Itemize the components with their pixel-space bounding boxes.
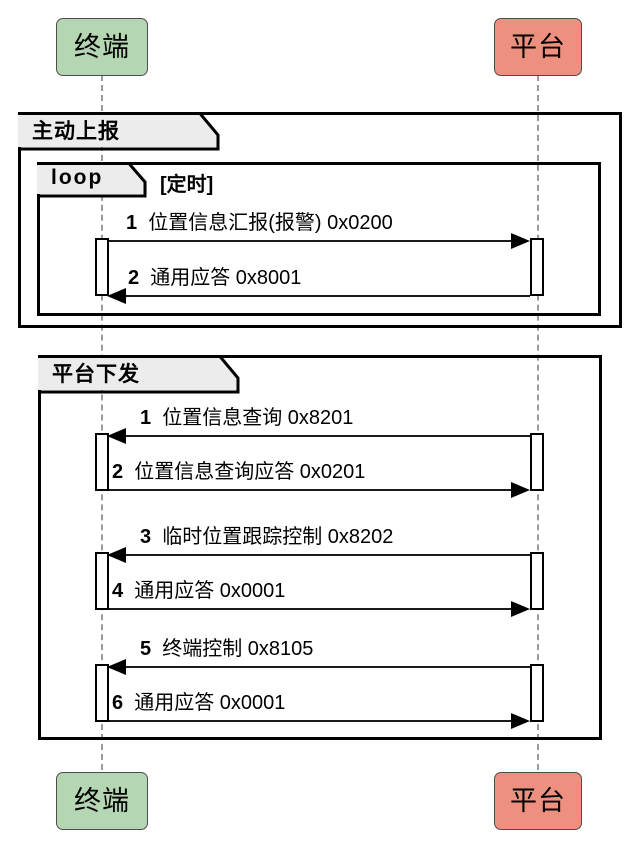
lifeline-terminal <box>101 75 103 780</box>
message-line-f1-m2 <box>126 295 530 297</box>
fragment-loop-guard: [定时] <box>160 174 214 196</box>
message-label-f2-m2: 2 位置信息查询应答 0x0201 <box>112 462 365 482</box>
message-arrowhead-f2-m5 <box>107 659 126 675</box>
fragment-active-report-label: 主动上报 <box>32 119 120 143</box>
message-seq-f1-m1: 1 <box>126 212 143 234</box>
message-seq-f2-m3: 3 <box>140 526 157 548</box>
message-line-f2-m1 <box>126 435 530 437</box>
activation-platform-loop <box>530 238 544 296</box>
message-seq-f2-m5: 5 <box>140 638 157 660</box>
actor-foot-platform-label: 平台 <box>510 785 566 816</box>
activation-platform-a <box>530 433 544 491</box>
message-text-f1-m2: 通用应答 0x8001 <box>150 267 302 289</box>
message-seq-f2-m1: 1 <box>140 407 157 429</box>
activation-platform-b <box>530 552 544 610</box>
message-arrowhead-f1-m2 <box>107 288 126 304</box>
actor-head-terminal-label: 终端 <box>74 31 130 62</box>
actor-head-terminal[interactable]: 终端 <box>56 18 148 76</box>
actor-foot-terminal-label: 终端 <box>74 785 130 816</box>
lifeline-platform <box>537 75 539 780</box>
message-seq-f1-m2: 2 <box>128 267 145 289</box>
message-arrowhead-f2-m4 <box>511 601 530 617</box>
activation-terminal-c <box>95 664 109 722</box>
activation-terminal-a <box>95 433 109 491</box>
fragment-active-report-tab: 主动上报 <box>18 112 218 147</box>
message-text-f1-m1: 位置信息汇报(报警) 0x0200 <box>148 212 393 234</box>
message-line-f2-m3 <box>126 554 530 556</box>
fragment-loop-tab: loop <box>37 162 147 194</box>
message-label-f1-m2: 2 通用应答 0x8001 <box>128 268 301 288</box>
message-label-f2-m4: 4 通用应答 0x0001 <box>112 581 285 601</box>
fragment-loop-label: loop <box>51 166 104 189</box>
message-label-f2-m1: 1 位置信息查询 0x8201 <box>140 408 353 428</box>
message-arrowhead-f1-m1 <box>511 233 530 249</box>
message-line-f2-m5 <box>126 666 530 668</box>
message-seq-f2-m6: 6 <box>112 692 129 714</box>
actor-foot-platform[interactable]: 平台 <box>494 772 582 830</box>
message-arrowhead-f2-m1 <box>107 428 126 444</box>
message-label-f1-m1: 1 位置信息汇报(报警) 0x0200 <box>126 213 393 233</box>
message-arrowhead-f2-m2 <box>511 482 530 498</box>
fragment-platform-dispatch <box>38 355 602 740</box>
message-arrowhead-f2-m6 <box>511 713 530 729</box>
activation-terminal-b <box>95 552 109 610</box>
message-seq-f2-m2: 2 <box>112 461 129 483</box>
message-text-f2-m2: 位置信息查询应答 0x0201 <box>134 461 366 483</box>
message-label-f2-m6: 6 通用应答 0x0001 <box>112 693 285 713</box>
message-line-f2-m6 <box>109 720 513 722</box>
message-label-f2-m5: 5 终端控制 0x8105 <box>140 639 313 659</box>
message-seq-f2-m4: 4 <box>112 580 129 602</box>
message-line-f1-m1 <box>109 240 513 242</box>
message-line-f2-m2 <box>109 489 513 491</box>
fragment-loop <box>37 162 601 316</box>
activation-terminal-loop <box>95 238 109 296</box>
fragment-platform-dispatch-tab: 平台下发 <box>38 355 238 390</box>
message-text-f2-m5: 终端控制 0x8105 <box>162 638 314 660</box>
actor-head-platform[interactable]: 平台 <box>494 18 582 76</box>
actor-foot-terminal[interactable]: 终端 <box>56 772 148 830</box>
message-text-f2-m6: 通用应答 0x0001 <box>134 692 286 714</box>
activation-platform-c <box>530 664 544 722</box>
actor-head-platform-label: 平台 <box>510 31 566 62</box>
message-text-f2-m4: 通用应答 0x0001 <box>134 580 286 602</box>
fragment-platform-dispatch-label: 平台下发 <box>52 362 140 386</box>
message-text-f2-m1: 位置信息查询 0x8201 <box>162 407 354 429</box>
message-text-f2-m3: 临时位置跟踪控制 0x8202 <box>162 526 394 548</box>
fragment-active-report <box>18 112 622 328</box>
message-line-f2-m4 <box>109 608 513 610</box>
message-label-f2-m3: 3 临时位置跟踪控制 0x8202 <box>140 527 393 547</box>
message-arrowhead-f2-m3 <box>107 547 126 563</box>
